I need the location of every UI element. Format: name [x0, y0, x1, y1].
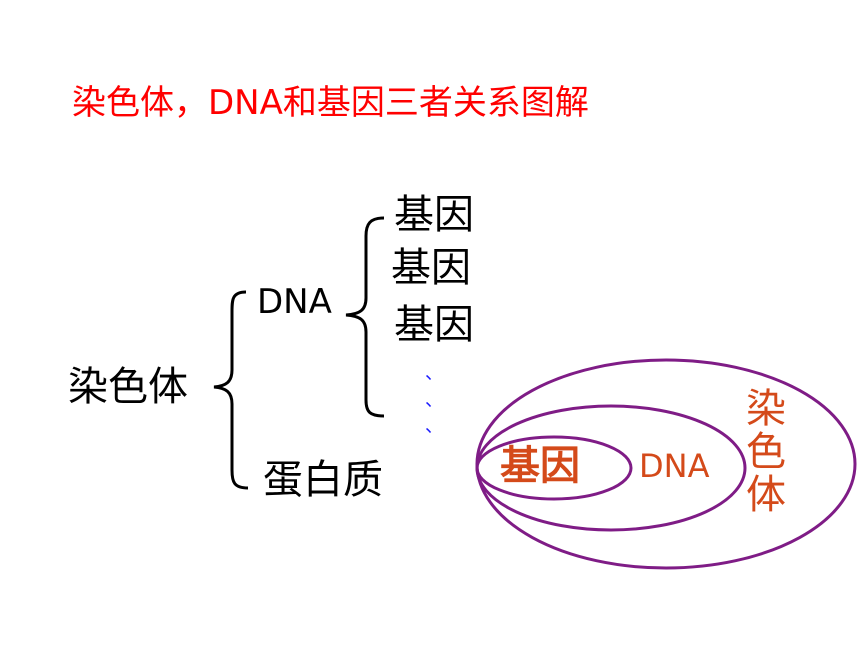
- brace-dna: [345, 216, 385, 418]
- brace-chromosome: [213, 290, 249, 490]
- tree-node-protein: 蛋白质: [263, 457, 383, 503]
- tree-node-gene: 基因: [391, 245, 471, 291]
- tree-root-chromosome: 染色体: [68, 364, 188, 410]
- ellipsis-mark: 、: [425, 390, 443, 411]
- ellipsis-mark: 、: [425, 363, 443, 384]
- ellipse-label-chromosome: 染色体: [746, 386, 786, 519]
- ellipse-label-dna: DNA: [639, 447, 710, 485]
- ellipse-label-gene: 基因: [500, 443, 580, 489]
- ellipse-gene: [475, 435, 633, 501]
- diagram-title: 染色体，DNA和基因三者关系图解: [72, 83, 589, 123]
- tree-node-gene: 基因: [394, 302, 474, 348]
- ellipsis-mark: 、: [425, 416, 443, 437]
- tree-node-dna: DNA: [257, 282, 332, 322]
- tree-node-gene: 基因: [394, 192, 474, 238]
